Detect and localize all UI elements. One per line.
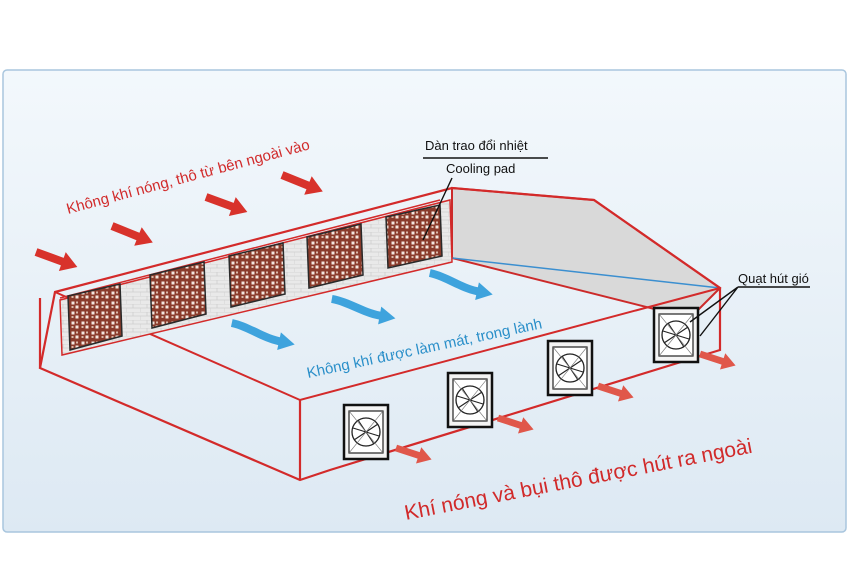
cooling-pad-1 [67, 283, 123, 351]
background-panel [2, 69, 847, 533]
cooling-pad-label-vi: Dàn trao đổi nhiệt [425, 138, 528, 153]
cooling-pad-label-en: Cooling pad [446, 161, 515, 176]
roof-edge [59, 199, 441, 299]
cooling-pad-4 [306, 223, 364, 289]
cooling-pad-leader [422, 157, 548, 241]
exhaust-fan-icon [342, 403, 390, 461]
exhaust-fan-icon [652, 306, 700, 364]
cooling-pad-3 [228, 242, 286, 308]
cooling-pad-2 [149, 261, 207, 329]
fan-leader [689, 286, 810, 337]
building-outline [38, 186, 722, 482]
exhaust-fan-icon [546, 339, 594, 397]
floor-line [451, 257, 721, 289]
exhaust-fan-icon [446, 371, 494, 429]
cooling-pad-5 [385, 204, 443, 269]
cooling-pads [67, 204, 443, 351]
exhaust-fan-label: Quạt hút gió [738, 271, 809, 286]
